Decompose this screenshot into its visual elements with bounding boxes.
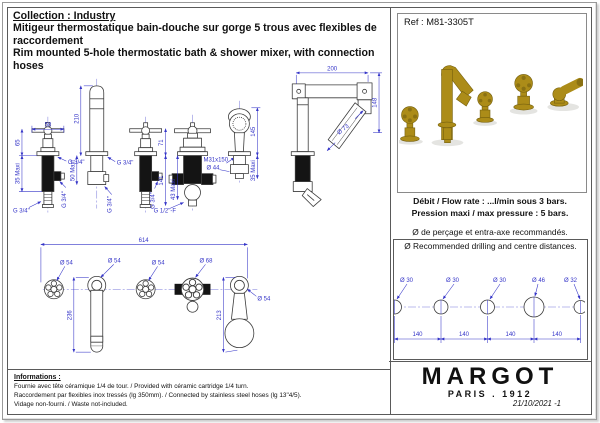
dim-spout-g-deck: G 3/4" (117, 161, 134, 167)
top-view: 614 Ø 54 Ø 54 236 Ø 54 (40, 238, 271, 353)
dim-top-total: 614 (139, 238, 150, 244)
dim-top-d3: Ø 54 (152, 260, 166, 266)
photo-handshower (550, 77, 583, 107)
photo-valve-left (400, 106, 420, 142)
description-en-line1: Rim mounted 5-hole thermostatic bath & s… (13, 47, 375, 60)
drilling-title-fr: Ø de perçage et entra-axe recommandés. (412, 227, 568, 237)
title-block: Collection : Industry Mitigeur thermosta… (8, 8, 390, 72)
dim-top-spout-len: 236 (67, 310, 73, 321)
reference-number: Ref : M81-3305T (404, 17, 474, 27)
front-view-rest-assembly: 200 (290, 66, 383, 207)
dim-valve2-g-side: G 3/4" (151, 192, 157, 209)
drilling-box: Ø Recommended drilling and centre distan… (393, 239, 588, 360)
dim-top-d2: Ø 54 (108, 258, 122, 264)
max-pressure-line: Pression maxi / max pressure : 5 bars. (411, 207, 569, 218)
front-view-thermostatic: 71 141 43 Maxi G 1/2"-F M31x150 Ø 44 (154, 122, 249, 215)
dim-spout-height: 210 (74, 113, 80, 124)
dim-holder-dia: Ø 44 (206, 166, 220, 172)
right-column: Ref : M81-3305T (389, 7, 592, 415)
dim-rest-width: 200 (327, 66, 338, 72)
description-en-line2: hoses (13, 59, 44, 72)
revision-date: 21/10/2021 -1 (512, 399, 561, 408)
dim-thermo-total: 141 (159, 175, 165, 186)
hole-dia-5: Ø 32 (564, 278, 578, 284)
front-view-valve-right: G 3/4" (129, 122, 163, 209)
dim-thermo-height: 71 (159, 139, 165, 146)
left-column: Collection : Industry Mitigeur thermosta… (7, 7, 391, 415)
hole-dia-1: Ø 30 (400, 278, 414, 284)
description-fr-line1: Mitigeur thermostatique bain-douche sur … (13, 22, 377, 35)
product-photo (399, 65, 583, 147)
info-line-hoses: Raccordement par flexibles inox tressés … (14, 392, 302, 399)
brand-subtitle: PARIS . 1912 (447, 389, 533, 399)
flow-rate-block: Débit / Flow rate : ...l/min sous 3 bars… (389, 196, 591, 219)
photo-valve-right (513, 74, 534, 111)
dim-valve-g-side: G 3/4" (62, 191, 68, 208)
brand-logo: MARGOT (421, 363, 559, 390)
dim-holder-thread: M31x150 (203, 158, 228, 164)
drilling-diagram: Ø 30 Ø 30 Ø 30 Ø 46 Ø 32 140 (394, 278, 585, 343)
dim-top-d1: Ø 54 (60, 260, 74, 266)
hole-spacing-3: 140 (505, 332, 516, 338)
hole-dia-2: Ø 30 (446, 278, 460, 284)
spec-sheet: Collection : Industry Mitigeur thermosta… (2, 2, 597, 420)
hole-spacing-2: 140 (459, 332, 470, 338)
dim-shower-height: 145 (251, 126, 257, 137)
info-line-cartridge: Fournie avec tête céramique 1/4 de tour.… (14, 383, 249, 390)
photo-spout (437, 65, 474, 143)
brand-block: MARGOT PARIS . 1912 21/10/2021 -1 (389, 361, 591, 413)
dim-valve-width: 58 (45, 123, 52, 129)
hole-dia-3: Ø 30 (493, 278, 507, 284)
front-view-handshower: 145 35 Maxi (228, 107, 261, 181)
flow-rate-line: Débit / Flow rate : ...l/min sous 3 bars… (413, 196, 567, 206)
informations-block: Informations : Fournie avec tête céramiq… (8, 369, 390, 414)
dim-spout-g-out: G 3/4" (108, 196, 114, 213)
technical-drawing: 58 65 35 Maxi G 3/4" G 3/4" G 3/4" (13, 66, 383, 353)
front-view-spout: 210 G 3/4" 50 Maxi G 3/4" (70, 85, 134, 213)
dim-top-d5: Ø 54 (257, 296, 271, 302)
dim-thermo-g: G 1/2"-F (154, 209, 177, 215)
collection-title: Collection : Industry (13, 10, 116, 22)
dim-shower-max: 35 Maxi (251, 160, 257, 181)
drilling-title-en: Ø Recommended drilling and centre distan… (404, 241, 577, 251)
hole-spacing-1: 140 (412, 332, 423, 338)
hole-spacing-4: 140 (552, 332, 563, 338)
dim-thermo-max: 43 Maxi (171, 179, 177, 200)
description-fr-line2: raccordement (13, 34, 84, 47)
dim-top-d4: Ø 68 (199, 258, 213, 264)
dim-spout-max: 50 Maxi (70, 160, 76, 181)
informations-heading: Informations : (14, 374, 61, 381)
dim-top-shower-len: 213 (217, 310, 223, 321)
dim-valve-max: 35 Maxi (15, 163, 21, 184)
hole-dia-4: Ø 46 (532, 278, 546, 284)
dim-valve-height: 65 (15, 139, 21, 146)
info-line-waste: Vidage non-fourni. / Waste not-included. (14, 401, 128, 408)
photo-valve-mid (476, 91, 494, 123)
dim-valve-g-inlet: G 3/4" (13, 209, 30, 215)
reference-box: Ref : M81-3305T (397, 13, 587, 193)
dim-rest-height: 148 (373, 97, 379, 108)
